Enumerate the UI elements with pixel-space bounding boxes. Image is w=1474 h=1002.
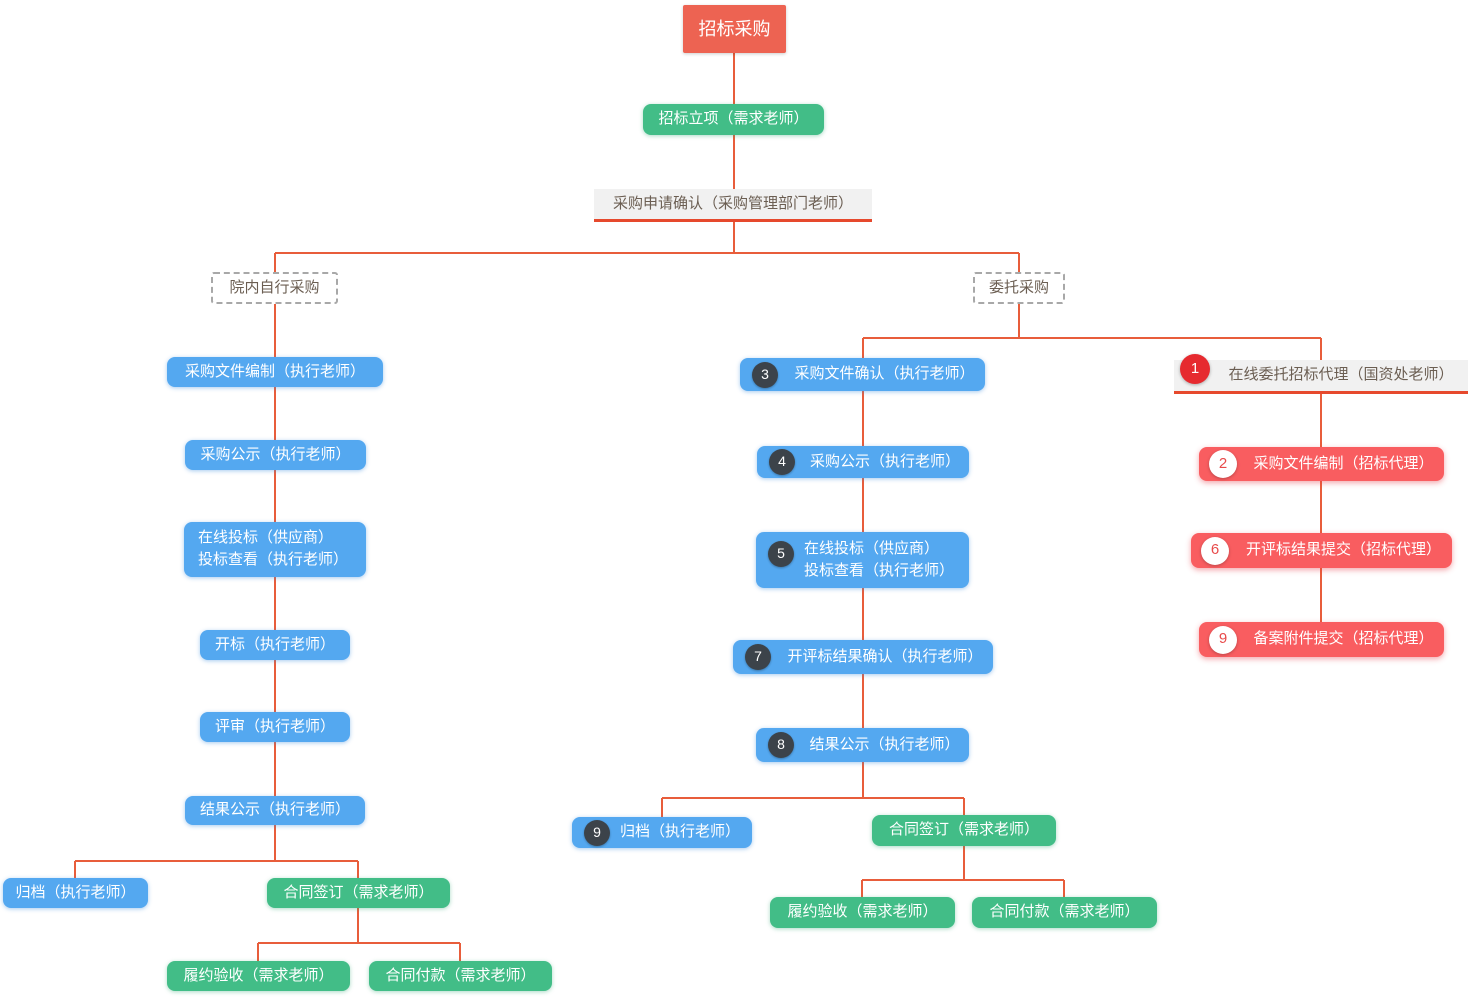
node-label: 采购文件编制（招标代理） [1253, 454, 1434, 472]
branch-self-procurement: 院内自行采购 [211, 272, 338, 304]
node-label: 合同付款（需求老师） [385, 966, 536, 984]
step-number-badge: 8 [768, 732, 794, 758]
node-label: 采购公示（执行老师） [809, 452, 960, 470]
step-number-badge: 9 [1209, 625, 1237, 654]
node-left-performance-acceptance: 履约验收（需求老师） [167, 961, 350, 991]
step-number-badge: 3 [752, 361, 778, 388]
node-label-line1: 在线投标（供应商） [804, 539, 940, 557]
node-purchase-request-confirmation: 采购申请确认（采购管理部门老师） [594, 189, 872, 222]
node-mid-procurement-publicity: 4 采购公示（执行老师） [757, 446, 969, 478]
step-number-badge: 6 [1201, 536, 1229, 565]
node-left-procurement-publicity: 采购公示（执行老师） [185, 440, 366, 470]
node-mid-performance-acceptance: 履约验收（需求老师） [770, 897, 955, 928]
node-label: 在线委托招标代理（国资处老师） [1228, 366, 1454, 384]
node-left-archiving: 归档（执行老师） [3, 878, 148, 908]
node-mid-document-confirmation: 3 采购文件确认（执行老师） [740, 358, 985, 391]
node-right-bid-result-submission: 6 开评标结果提交（招标代理） [1191, 533, 1452, 568]
node-left-document-preparation: 采购文件编制（执行老师） [167, 357, 383, 387]
node-label: 评审（执行老师） [214, 717, 335, 735]
node-label-line1: 在线投标（供应商） [198, 529, 334, 547]
node-label: 招标立项（需求老师） [658, 110, 809, 128]
node-label: 归档（执行老师） [619, 823, 740, 841]
node-label: 合同签订（需求老师） [283, 883, 434, 901]
node-right-record-attachment-submission: 9 备案附件提交（招标代理） [1199, 622, 1444, 657]
step-number-badge: 1 [1180, 354, 1210, 384]
node-label: 招标采购 [698, 18, 771, 39]
node-label: 开评标结果提交（招标代理） [1245, 541, 1441, 559]
node-right-online-agency-entrust: 1 在线委托招标代理（国资处老师） [1174, 354, 1468, 394]
node-label: 备案附件提交（招标代理） [1253, 630, 1434, 648]
node-mid-contract-payment: 合同付款（需求老师） [972, 897, 1157, 928]
node-left-bid-opening: 开标（执行老师） [200, 630, 350, 660]
node-label: 履约验收（需求老师） [183, 966, 334, 984]
node-mid-online-bidding: 5 在线投标（供应商） 投标查看（执行老师） [756, 532, 969, 588]
node-left-contract-payment: 合同付款（需求老师） [369, 961, 552, 991]
node-label-line2: 投标查看（执行老师） [804, 561, 955, 579]
node-project-initiation: 招标立项（需求老师） [643, 104, 824, 135]
node-label: 开评标结果确认（执行老师） [787, 647, 983, 665]
node-label: 采购文件编制（执行老师） [184, 362, 365, 380]
node-root-bidding-procurement: 招标采购 [683, 5, 786, 53]
node-label: 履约验收（需求老师） [787, 903, 938, 921]
node-label: 结果公示（执行老师） [199, 801, 350, 819]
node-label: 归档（执行老师） [15, 883, 136, 901]
node-right-document-preparation: 2 采购文件编制（招标代理） [1199, 447, 1444, 481]
node-mid-result-publicity: 8 结果公示（执行老师） [756, 728, 969, 762]
node-label-line2: 投标查看（执行老师） [198, 551, 349, 568]
node-mid-archiving: 9 归档（执行老师） [572, 817, 752, 848]
node-label: 采购文件确认（执行老师） [794, 365, 975, 383]
step-number-badge: 5 [768, 541, 794, 567]
node-label: 开标（执行老师） [214, 635, 335, 653]
node-mid-bid-result-confirmation: 7 开评标结果确认（执行老师） [733, 640, 993, 674]
node-label: 合同付款（需求老师） [989, 903, 1140, 921]
step-number-badge: 7 [745, 644, 771, 670]
node-label: 采购申请确认（采购管理部门老师） [612, 194, 853, 212]
branch-label: 委托采购 [988, 278, 1049, 296]
step-number-badge: 4 [769, 449, 795, 475]
node-left-result-publicity: 结果公示（执行老师） [185, 796, 365, 825]
step-number-badge: 9 [584, 819, 610, 846]
node-mid-contract-signing: 合同签订（需求老师） [872, 815, 1056, 846]
node-left-online-bidding: 在线投标（供应商） 投标查看（执行老师） [184, 522, 366, 577]
branch-label: 院内自行采购 [229, 278, 320, 296]
node-left-contract-signing: 合同签订（需求老师） [267, 878, 450, 908]
node-label: 结果公示（执行老师） [809, 735, 960, 753]
node-label: 采购公示（执行老师） [200, 445, 351, 463]
node-label: 合同签订（需求老师） [888, 821, 1039, 839]
step-number-badge: 2 [1209, 450, 1237, 478]
branch-entrusted-procurement: 委托采购 [973, 272, 1065, 304]
node-left-evaluation: 评审（执行老师） [200, 712, 350, 742]
